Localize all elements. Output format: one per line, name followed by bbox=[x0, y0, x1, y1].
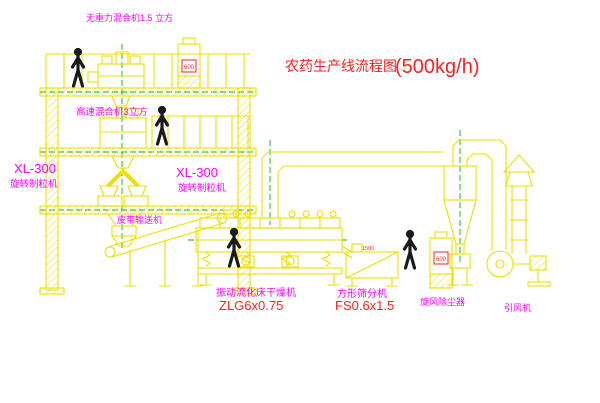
cabinet-1-reading: 600 bbox=[184, 65, 195, 71]
high-speed-mixer bbox=[99, 107, 147, 188]
label-dryer-name: 振动流化床干燥机 bbox=[216, 286, 296, 299]
label-fan: 引风机 bbox=[504, 302, 531, 313]
label-cyclone: 旋风除尘器 bbox=[420, 296, 465, 307]
label-sifter-dimension: 1500 bbox=[362, 246, 374, 252]
worker-near-sifter bbox=[402, 228, 418, 270]
control-cabinet-2: 600 bbox=[429, 231, 453, 289]
cabinet-2-reading: 600 bbox=[436, 257, 447, 263]
label-granulator-left-model: XL-300 bbox=[14, 161, 56, 176]
belt-conveyor bbox=[104, 212, 228, 287]
diagram-labels: 农药生产线流程图 (500kg/h) 无重力混合机1.5 立方 高速混合机3立方… bbox=[10, 12, 531, 313]
diagram-title-capacity: (500kg/h) bbox=[395, 56, 480, 78]
label-granulator-right-name: 旋转制粒机 bbox=[178, 182, 226, 194]
worker-second-floor bbox=[154, 104, 170, 146]
label-gravity-mixer: 无重力混合机1.5 立方 bbox=[86, 12, 173, 23]
diagram-title: 农药生产线流程图 bbox=[285, 58, 397, 74]
label-sifter-model: FS0.6x1.5 bbox=[335, 298, 394, 313]
building-structure bbox=[39, 53, 257, 295]
label-high-speed-mixer: 高速混合机3立方 bbox=[76, 106, 148, 118]
cyclone-separator bbox=[443, 139, 507, 286]
label-granulator-right-model: XL-300 bbox=[176, 165, 218, 180]
fluid-bed-dryer bbox=[195, 209, 353, 286]
exhaust-stack bbox=[502, 154, 536, 254]
label-belt-conveyor: 皮带输送机 bbox=[117, 214, 162, 225]
induced-draft-fan bbox=[486, 250, 551, 287]
label-granulator-left-name: 旋转制粒机 bbox=[10, 178, 58, 190]
rotary-granulators bbox=[97, 185, 149, 247]
exhaust-ducting bbox=[261, 151, 444, 218]
square-sifter bbox=[345, 243, 399, 287]
label-dryer-model: ZLG6x0.75 bbox=[219, 298, 283, 313]
control-cabinet-1: 600 bbox=[177, 37, 201, 89]
label-sifter-name: 方形筛分机 bbox=[337, 287, 387, 300]
